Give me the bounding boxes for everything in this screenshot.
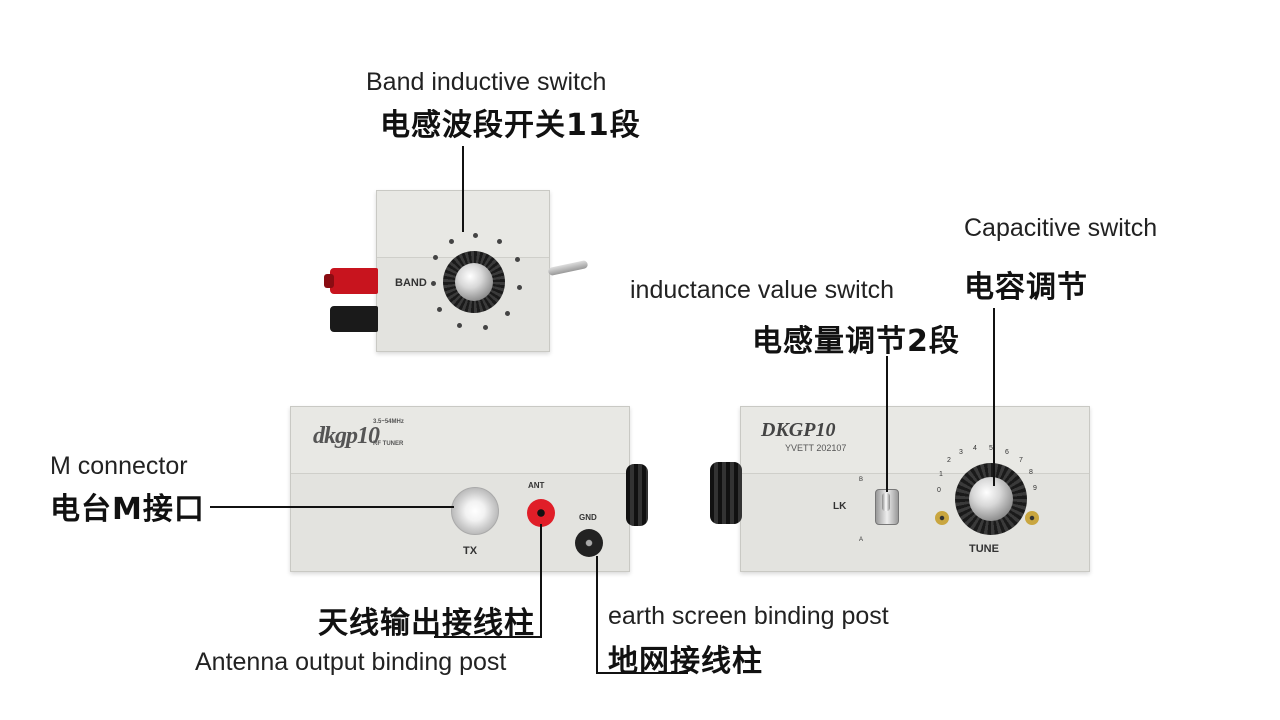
lk-label: LK	[833, 501, 847, 512]
gnd-label: GND	[579, 513, 597, 522]
band-knob[interactable]	[443, 251, 505, 313]
ant-leader-h	[434, 636, 542, 638]
band-scale-dot	[473, 233, 478, 238]
band-scale-dot	[437, 307, 442, 312]
band-scale-dot	[431, 281, 436, 286]
tune-tick-5: 5	[989, 445, 993, 452]
band-scale-dot	[457, 323, 462, 328]
tune-right-screw	[1025, 511, 1039, 525]
lk-toggle-lever	[882, 493, 890, 511]
tune-tick-7: 7	[1019, 457, 1023, 464]
tune-left-screw	[935, 511, 949, 525]
m-connector[interactable]	[451, 487, 499, 535]
front-logo-freq: 3.5~54MHz	[373, 419, 404, 425]
tune-label: TUNE	[969, 543, 999, 555]
ant-leader-v	[540, 524, 542, 638]
rear-unit: DKGP10 YVETT 202107 LK B A 0 1 2 3 4 5 6…	[740, 406, 1090, 572]
ant-label: ANT	[528, 481, 545, 490]
rear-serial: YVETT 202107	[785, 443, 847, 453]
ant-label-en: Antenna output binding post	[195, 648, 507, 676]
band-label-en: Band inductive switch	[366, 68, 607, 96]
black-post-side[interactable]	[330, 306, 378, 332]
gnd-binding-post[interactable]	[575, 529, 603, 557]
band-scale-dot	[449, 239, 454, 244]
band-scale-dot	[497, 239, 502, 244]
tune-tick-1: 1	[939, 471, 943, 478]
front-logo-rf: RF TUNER	[373, 441, 404, 447]
ind-label-zh: 电感量调节2段	[752, 324, 960, 359]
tune-tick-6: 6	[1005, 449, 1009, 456]
front-unit: dkgp10 3.5~54MHz RF TUNER TX ANT GND	[290, 406, 630, 572]
cap-label-en: Capacitive switch	[964, 214, 1158, 242]
switch-a-label: A	[859, 537, 864, 543]
front-side-knob[interactable]	[626, 464, 648, 526]
tune-tick-9: 9	[1033, 485, 1037, 492]
tune-knob[interactable]	[955, 463, 1027, 535]
band-scale-dot	[515, 257, 520, 262]
cap-label-zh: 电容调节	[964, 270, 1088, 305]
front-logo: dkgp10	[313, 423, 380, 449]
band-scale-dot	[483, 325, 488, 330]
band-scale-dot	[517, 285, 522, 290]
ant-label-zh: 天线输出接线柱	[318, 606, 535, 641]
band-scale-dot	[505, 311, 510, 316]
tune-tick-2: 2	[947, 457, 951, 464]
earth-leader-v	[596, 556, 598, 674]
m-leader	[210, 506, 454, 508]
earth-leader-h	[596, 672, 688, 674]
m-label-en: M connector	[50, 452, 188, 480]
red-post-tip	[324, 274, 334, 288]
tx-label: TX	[463, 545, 478, 557]
rear-model: DKGP10	[761, 419, 836, 441]
red-post-side[interactable]	[330, 268, 378, 294]
ind-label-en: inductance value switch	[630, 276, 895, 304]
band-panel-label: BAND	[395, 277, 427, 289]
ant-binding-post[interactable]	[527, 499, 555, 527]
tune-tick-0: 0	[937, 487, 941, 494]
rear-side-knob[interactable]	[710, 462, 742, 524]
band-leader	[462, 146, 464, 232]
side-toggle-lever[interactable]	[547, 259, 589, 277]
tune-tick-4: 4	[973, 445, 977, 452]
ind-leader	[886, 356, 888, 492]
band-label-zh: 电感波段开关11段	[380, 108, 641, 143]
tune-tick-3: 3	[959, 449, 963, 456]
cap-leader	[993, 308, 995, 486]
m-label-zh: 电台M接口	[50, 492, 205, 527]
switch-b-label: B	[859, 477, 864, 483]
earth-label-zh: 地网接线柱	[608, 644, 763, 679]
tune-tick-8: 8	[1029, 469, 1033, 476]
band-scale-dot	[433, 255, 438, 260]
earth-label-en: earth screen binding post	[608, 602, 889, 630]
